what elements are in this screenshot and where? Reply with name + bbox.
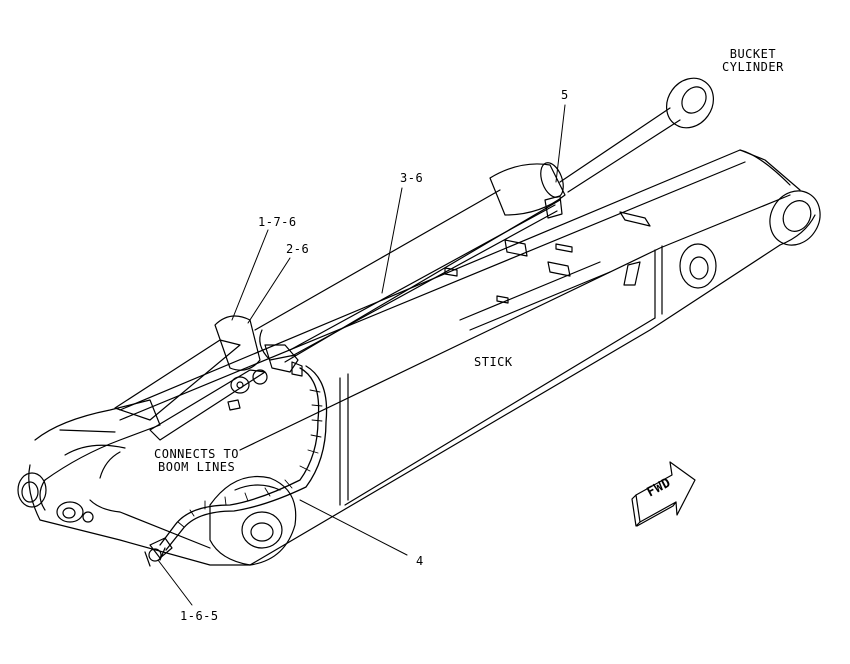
leader-3-6 <box>381 187 403 294</box>
leader-5 <box>555 104 566 183</box>
stick-pivot-end <box>17 399 297 566</box>
bucket-cylinder-label-line2: CYLINDER <box>722 60 784 74</box>
stick-body <box>119 149 821 566</box>
bucket-cylinder <box>254 77 714 373</box>
callout-1-6-5: 1-6-5 <box>180 609 219 623</box>
bucket-cylinder-label: BUCKET CYLINDER <box>722 48 784 74</box>
stick-label: STICK <box>474 355 513 369</box>
cylinder-mount-bracket <box>114 315 268 441</box>
leader-1-6-5 <box>157 559 193 606</box>
bucket-cylinder-label-line1: BUCKET <box>729 47 777 61</box>
connects-label-line1: CONNECTS TO <box>154 447 239 461</box>
callout-1-7-6: 1-7-6 <box>258 215 297 229</box>
connects-to-boom-lines-label: CONNECTS TO BOOM LINES <box>154 448 239 474</box>
leader-1-7-6 <box>231 229 269 321</box>
callout-2-6: 2-6 <box>286 242 310 256</box>
fwd-arrow-icon <box>631 461 696 527</box>
leader-2-6 <box>247 257 291 324</box>
callout-4: 4 <box>416 554 424 568</box>
leader-4 <box>299 499 408 556</box>
connects-label-line2: BOOM LINES <box>158 460 236 474</box>
callout-3-6: 3-6 <box>400 171 424 185</box>
hydraulic-lines <box>144 195 563 567</box>
callout-5: 5 <box>561 88 569 102</box>
leader-lines <box>157 104 566 606</box>
